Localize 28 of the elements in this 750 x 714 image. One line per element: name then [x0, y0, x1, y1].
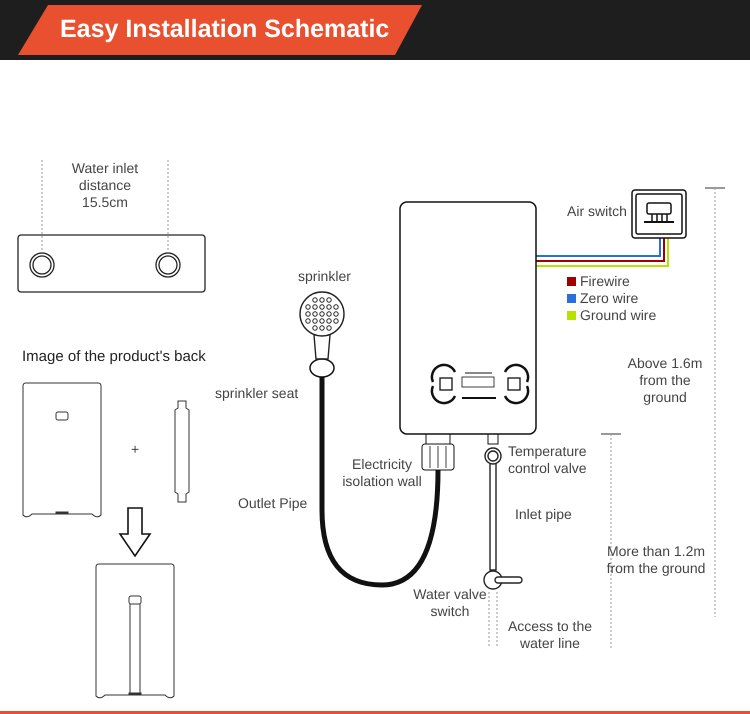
title: Easy Installation Schematic	[60, 14, 390, 44]
wire	[536, 238, 665, 262]
assembled-back-drawing	[95, 563, 175, 701]
part-label: Access to the water line	[506, 618, 594, 652]
legend-label: Zero wire	[580, 290, 638, 307]
block-arrow	[118, 507, 152, 558]
part-label: Outlet Pipe	[238, 495, 308, 512]
wire	[536, 238, 661, 257]
outlet-hose	[320, 377, 440, 588]
mounting-bracket-drawing	[172, 400, 192, 503]
plus-sign: +	[131, 441, 140, 458]
dimension-label: Above 1.6m from the ground	[626, 355, 704, 406]
part-label: sprinkler seat	[215, 385, 298, 402]
part-label: Temperature control valve	[508, 443, 588, 477]
part-label: Water valve switch	[412, 586, 488, 620]
part-label: Electricity isolation wall	[341, 456, 423, 490]
dimension-label: Water inlet distance 15.5cm	[70, 160, 140, 211]
legend-label: Firewire	[580, 273, 630, 290]
legend-label: Ground wire	[580, 307, 656, 324]
part-label: Inlet pipe	[515, 506, 572, 523]
sprinkler-seat	[309, 358, 335, 378]
back-panel-drawing	[22, 382, 102, 520]
part-label: Air switch	[567, 203, 627, 220]
dimension-label: More than 1.2m from the ground	[606, 543, 706, 577]
wire	[536, 238, 669, 267]
part-label: sprinkler	[298, 268, 351, 285]
section-heading: Image of the product's back	[22, 348, 206, 365]
air-switch-drawing	[631, 189, 687, 239]
